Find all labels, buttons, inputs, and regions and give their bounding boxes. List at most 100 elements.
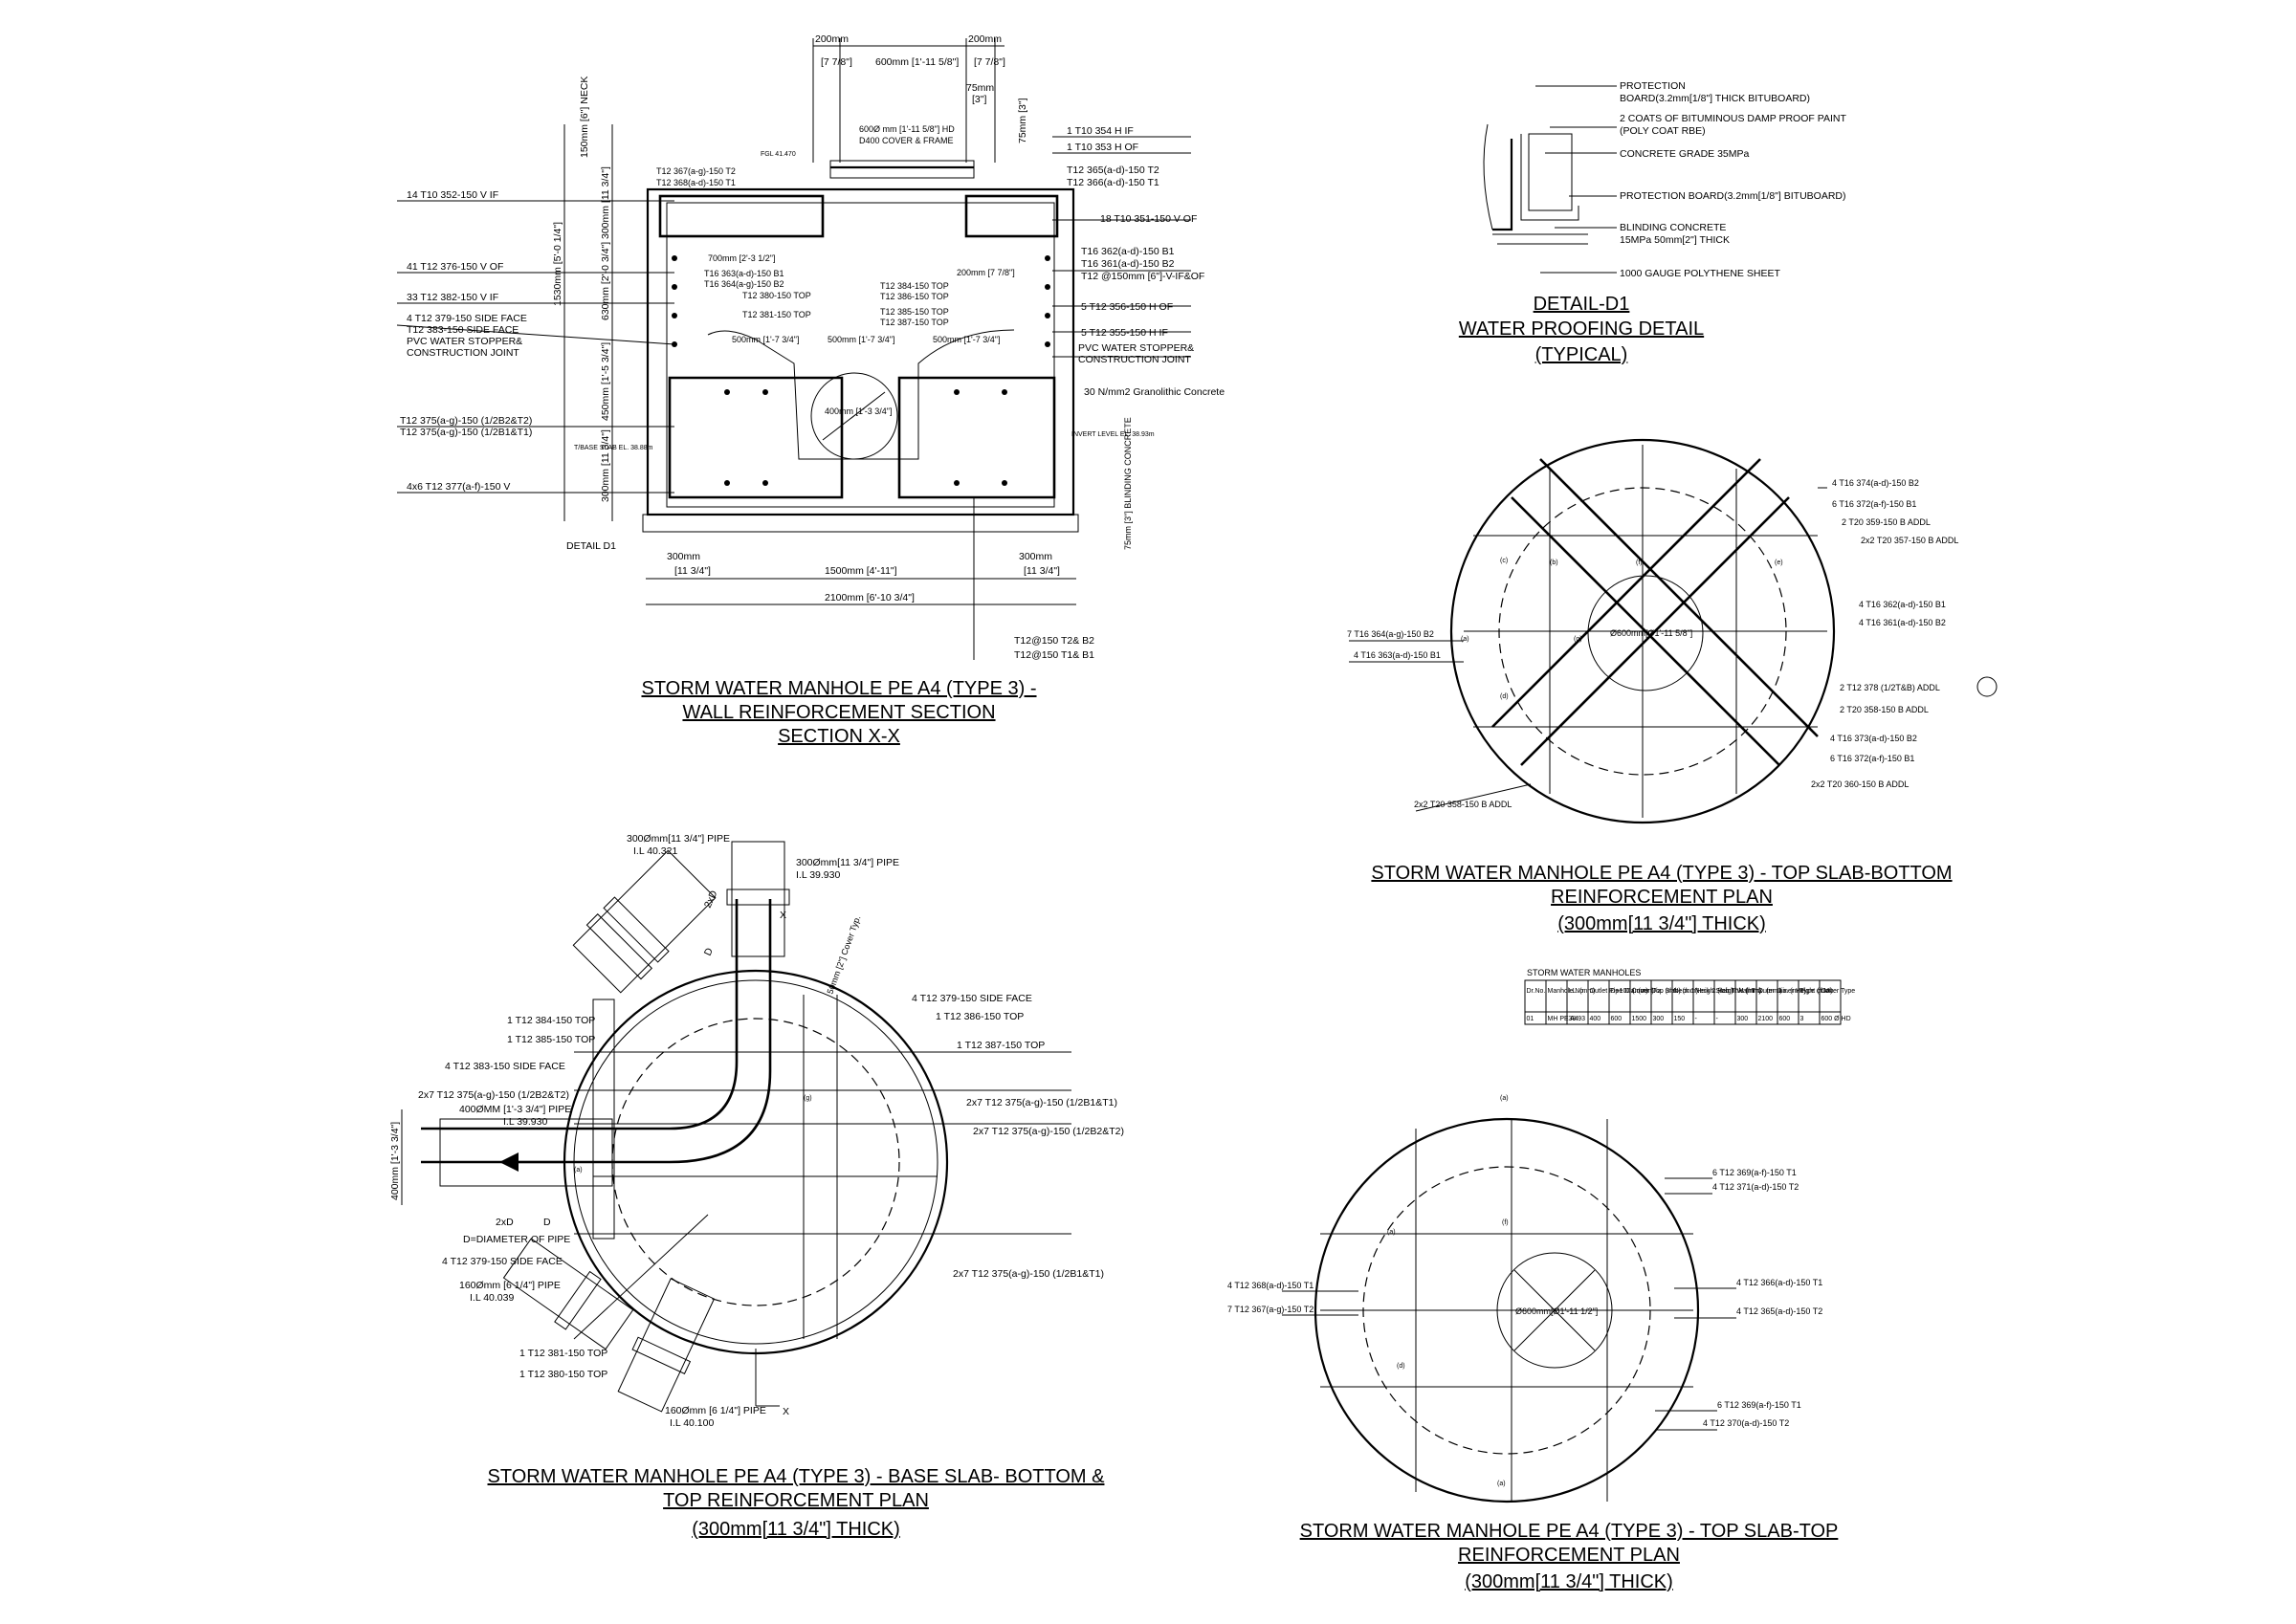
pipe-nw <box>572 849 717 994</box>
rebar-label: CONSTRUCTION JOINT <box>407 347 519 359</box>
schedule-header: Outlet Pipe Dia. (mm) <box>1590 988 1654 995</box>
top-slab-top-labels: Ø600mm[Ø1'-11 1/2"] 6 T12 369(a-f)-150 T… <box>1227 1168 1838 1592</box>
bar-mark: (b) <box>1550 560 1558 566</box>
pipe-label: 300Ømm[11 3/4"] PIPE <box>627 833 730 845</box>
bar-mark: (d) <box>1397 1363 1405 1370</box>
opening-label: Ø600mm[Ø1'-11 5/8"] <box>1610 628 1692 638</box>
wall-reinforcement-section <box>396 38 1191 660</box>
pipe-label: I.L 40.100 <box>670 1417 714 1429</box>
plan-title: STORM WATER MANHOLE PE A4 (TYPE 3) - BAS… <box>488 1466 1106 1487</box>
waterproofing-detail <box>1483 85 1617 274</box>
bend-pipe-channel <box>421 899 772 1164</box>
top-slab-left-cage <box>658 194 825 238</box>
rebar-label: 41 T12 376-150 V OF <box>407 261 503 273</box>
pipe-label: 300Ømm[11 3/4"] PIPE <box>796 857 899 868</box>
rebar-label: T12@150 T1& B1 <box>1014 649 1094 661</box>
top-slab-top-plan <box>1282 1117 1736 1503</box>
rebar-label: 2x7 T12 375(a-g)-150 (1/2B1&T1) <box>953 1268 1104 1280</box>
rebar-label: 1 T12 386-150 TOP <box>936 1011 1024 1022</box>
schedule-header: Dr.No. <box>1527 988 1546 995</box>
rebar-label: T12 386-150 TOP <box>880 292 949 301</box>
rebar-label: T12 365(a-d)-150 T2 <box>1067 165 1159 176</box>
detail-label: BLINDING CONCRETE <box>1620 222 1726 233</box>
concrete-hatch <box>1528 133 1573 211</box>
rebar-label: 6 T12 369(a-f)-150 T1 <box>1712 1168 1797 1177</box>
schedule-header: I.L. (mm) <box>1569 988 1596 995</box>
rebar-label: 2 T12 378 (1/2T&B) ADDL <box>1840 683 1940 692</box>
base-cage-right <box>897 376 1056 499</box>
rebar-label: 18 T10 351-150 V OF <box>1100 213 1197 225</box>
rebar-label: 1 T12 385-150 TOP <box>507 1034 595 1045</box>
dim-label: 2100mm [6'-10 3/4"] <box>825 592 915 604</box>
manhole-outline <box>646 187 1075 516</box>
detail-label: 1000 GAUGE POLYTHENE SHEET <box>1620 268 1780 279</box>
dim-label: 200mm <box>815 33 849 45</box>
schedule-header: Wall Thk. (mm) <box>1737 988 1782 995</box>
slab-outline <box>1449 438 1836 824</box>
pipe-label: I.L 40.039 <box>470 1292 514 1304</box>
section-title: SECTION X-X <box>778 726 900 747</box>
section-title: STORM WATER MANHOLE PE A4 (TYPE 3) - <box>641 678 1036 699</box>
rebar-label: 4 T16 373(a-d)-150 B2 <box>1830 734 1917 743</box>
schedule-cell: 38.93 <box>1569 1016 1586 1022</box>
detail-title: (TYPICAL) <box>1535 344 1628 365</box>
pipe-note: D=DIAMETER OF PIPE <box>463 1234 570 1245</box>
opening-label: Ø600mm[Ø1'-11 1/2"] <box>1515 1306 1598 1316</box>
dim-mark: D <box>702 946 716 957</box>
bar-mark: (f) <box>1502 1219 1509 1226</box>
dim-label: 200mm <box>968 33 1002 45</box>
rebar-label: T12 375(a-g)-150 (1/2B1&T1) <box>400 427 532 438</box>
dim-label: 75mm <box>966 82 994 94</box>
rebar-label: 4 T12 379-150 SIDE FACE <box>912 993 1032 1004</box>
dim-label: 300mm <box>667 551 700 562</box>
rebar-label: T12 366(a-d)-150 T1 <box>1067 177 1159 188</box>
dim-label: 1500mm [4'-11"] <box>825 565 897 577</box>
rebar-label: 4 T16 363(a-d)-150 B1 <box>1354 650 1441 660</box>
dim-mark: D <box>543 1217 551 1228</box>
rebar-label: T16 362(a-d)-150 B1 <box>1081 246 1175 257</box>
level-label: FGL 41.470 <box>761 151 796 158</box>
rebar-label: PVC WATER STOPPER& <box>1078 342 1194 354</box>
flow-arrowhead <box>499 1152 519 1172</box>
rebar-label: 1 T12 380-150 TOP <box>519 1369 607 1380</box>
rebar-label: T12 375(a-g)-150 (1/2B2&T2) <box>400 415 532 427</box>
rebar-label: T12 367(a-g)-150 T2 <box>656 166 736 176</box>
bar-mark: (g) <box>1574 636 1582 643</box>
pipe-n <box>726 841 790 957</box>
cover-frame <box>829 160 975 179</box>
bar-mark: (a) <box>1387 1229 1396 1236</box>
dim-label: 200mm [7 7/8"] <box>957 268 1015 277</box>
rebar-label: 7 T12 367(a-g)-150 T2 <box>1227 1305 1314 1314</box>
rebar-label: T12 385-150 TOP <box>880 307 949 317</box>
rebar-label: 1 T12 384-150 TOP <box>507 1015 595 1026</box>
rebar-label: 1 T12 381-150 TOP <box>519 1348 607 1359</box>
rebar-label: T16 363(a-d)-150 B1 <box>704 269 784 278</box>
plan-title: TOP REINFORCEMENT PLAN <box>663 1490 929 1511</box>
schedule-cell: 01 <box>1527 1016 1534 1022</box>
rebar-label: T12 383-150 SIDE FACE <box>407 324 519 336</box>
plan-title: STORM WATER MANHOLE PE A4 (TYPE 3) - TOP… <box>1300 1521 1839 1542</box>
section-mark: X <box>780 910 786 921</box>
schedule-header: Type of Mh. <box>1800 988 1836 995</box>
rebar-label: 4 T12 366(a-d)-150 T1 <box>1736 1278 1822 1287</box>
schedule-header: Cover Dia. (mm) <box>1632 988 1681 995</box>
detail-label: BOARD(3.2mm[1/8"] THICK BITUBOARD) <box>1620 93 1810 104</box>
schedule-cell: 300 <box>1737 1016 1749 1022</box>
top-slab-bottom-labels: Ø600mm[Ø1'-11 5/8"] 4 T16 374(a-d)-150 B… <box>1347 478 1958 934</box>
pipe-label: I.L 39.930 <box>503 1116 547 1128</box>
rebar-label: 14 T10 352-150 V IF <box>407 189 498 201</box>
bar-marks: (a) (b) (c) (d) (e) (f) (g) (a) (g) (a) … <box>574 558 1783 1487</box>
dim-mark: 2xD <box>702 889 720 910</box>
dim-label: 300mm [11 3/4"] <box>600 429 611 502</box>
schedule-cell: MH PE A4 <box>1548 1016 1578 1022</box>
rebar-label: T12 384-150 TOP <box>880 281 949 291</box>
schedule-cell: 400 <box>1590 1016 1601 1022</box>
dim-label: [7 7/8"] <box>821 56 852 68</box>
base-slab-plan <box>401 841 1071 1413</box>
benching-line <box>707 329 1015 460</box>
schedule-header: Cover Type <box>1821 988 1856 995</box>
bar-mark: (c) <box>1500 558 1508 564</box>
cover-label: 600Ø mm [1'-11 5/8"] HD <box>859 124 955 134</box>
rebar-label: T12 387-150 TOP <box>880 318 949 327</box>
